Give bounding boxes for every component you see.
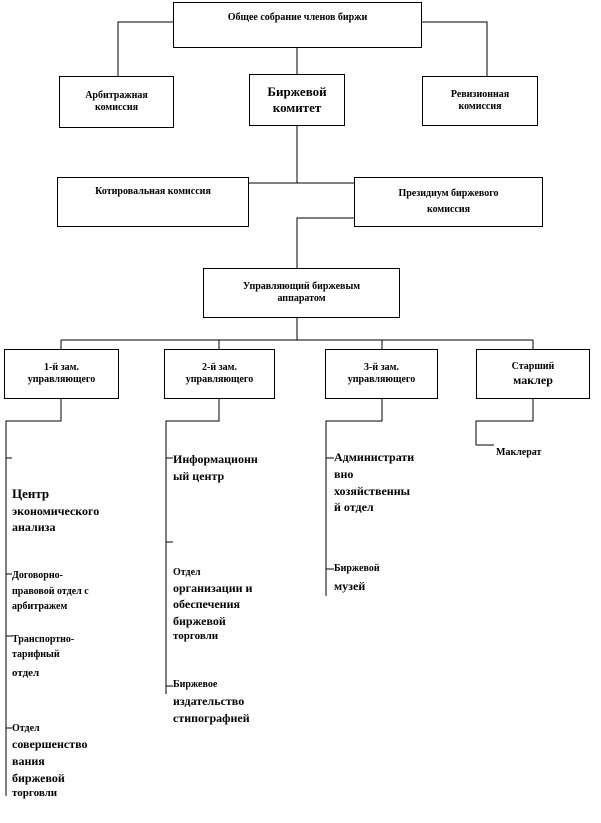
org-line-1: Отдел [173, 567, 201, 578]
administrative-department: Администрати вно хозяйственны й отдел [334, 449, 414, 516]
info-line-2: ый центр [173, 469, 225, 484]
publishing-line-2: издательство [173, 693, 245, 708]
improvement-line-4: биржевой [12, 770, 65, 785]
legal-department: Договорно- правовой отдел с арбитражем [12, 568, 89, 615]
senior-broker-line-1: Старший [511, 360, 555, 372]
general-meeting-label: Общее собрание членов биржи [227, 12, 368, 23]
trading-organization-department: Отдел организации и обеспечения биржевой… [173, 566, 252, 645]
audit-commission-box: Ревизионная комиссия [422, 76, 538, 126]
arbitration-line-1: Арбитражная [85, 90, 148, 101]
brokerage-label: Маклерат [496, 447, 542, 458]
committee-line-2: комитет [272, 100, 322, 115]
presidium-line-1: Президиум биржевого [398, 188, 499, 199]
arbitration-line-2: комиссия [94, 102, 139, 113]
publishing-line-3: стипографией [173, 710, 250, 725]
legal-line-3: арбитражем [12, 601, 68, 612]
arbitration-commission-box: Арбитражная комиссия [59, 76, 174, 128]
legal-line-2: правовой отдел с [12, 585, 89, 597]
exchange-museum: Биржевой музей [334, 561, 380, 596]
economic-analysis-line-1: Центр [12, 486, 50, 501]
transport-tariff-department: Транспортно- тарифный отдел [12, 632, 74, 682]
economic-analysis-line-3: анализа [12, 519, 56, 534]
museum-line-1: Биржевой [334, 563, 380, 574]
audit-line-1: Ревизионная [450, 89, 510, 100]
committee-line-1: Биржевой [267, 84, 327, 100]
information-center: Информационн ый центр [173, 451, 258, 486]
quotation-label: Котировальная комиссия [95, 186, 211, 197]
third-deputy-box: 3-й зам. управляющего [325, 349, 438, 399]
economic-analysis-center: Центр экономического анализа [12, 485, 99, 535]
publishing-line-1: Биржевое [173, 679, 218, 690]
admin-line-3: хозяйственны [334, 483, 410, 498]
manager-line-2: аппаратом [277, 293, 326, 304]
exchange-publishing: Биржевое издательство стипографией [173, 678, 250, 727]
trading-improvement-department: Отдел совершенство вания биржевой торгов… [12, 722, 88, 802]
second-deputy-line-1: 2-й зам. [202, 362, 237, 373]
second-deputy-line-2: управляющего [185, 374, 254, 385]
transport-line-1: Транспортно- [12, 634, 75, 645]
admin-line-4: й отдел [334, 500, 374, 515]
improvement-line-1: Отдел [12, 723, 40, 734]
first-deputy-line-1: 1-й зам. [44, 362, 79, 373]
transport-line-2: тарифный [12, 649, 60, 660]
org-line-3: обеспечения [173, 597, 240, 612]
presidium-line-2: комиссия [426, 204, 471, 215]
quotation-commission-box: Котировальная комиссия [57, 177, 249, 227]
admin-line-2: вно [334, 466, 354, 481]
admin-line-1: Администрати [334, 450, 415, 464]
org-line-5: торговли [173, 630, 219, 643]
improvement-line-5: торговли [12, 787, 58, 800]
senior-broker-line-2: маклер [513, 372, 553, 387]
manager-line-1: Управляющий биржевым [242, 281, 361, 292]
brokerage-department: Маклерат [496, 446, 541, 460]
economic-analysis-line-2: экономического [12, 503, 100, 518]
transport-line-3: отдел [12, 667, 40, 679]
manager-box: Управляющий биржевым аппаратом [203, 268, 400, 318]
senior-broker-box: Старший маклер [476, 349, 590, 399]
improvement-line-2: совершенство [12, 737, 88, 751]
org-line-4: биржевой [173, 613, 226, 628]
improvement-line-3: вания [12, 753, 45, 768]
museum-line-2: музей [334, 579, 366, 593]
second-deputy-box: 2-й зам. управляющего [164, 349, 275, 399]
presidium-box: Президиум биржевого комиссия [354, 177, 543, 227]
third-deputy-line-1: 3-й зам. [364, 362, 399, 373]
info-line-1: Информационн [173, 452, 258, 466]
legal-line-1: Договорно- [12, 570, 63, 581]
org-line-2: организации и [173, 580, 253, 595]
first-deputy-line-2: управляющего [27, 374, 96, 385]
audit-line-2: комиссия [458, 101, 502, 112]
first-deputy-box: 1-й зам. управляющего [4, 349, 119, 399]
third-deputy-line-2: управляющего [347, 374, 416, 385]
exchange-committee-box: Биржевой комитет [249, 74, 345, 126]
general-meeting-box: Общее собрание членов биржи [173, 2, 422, 48]
